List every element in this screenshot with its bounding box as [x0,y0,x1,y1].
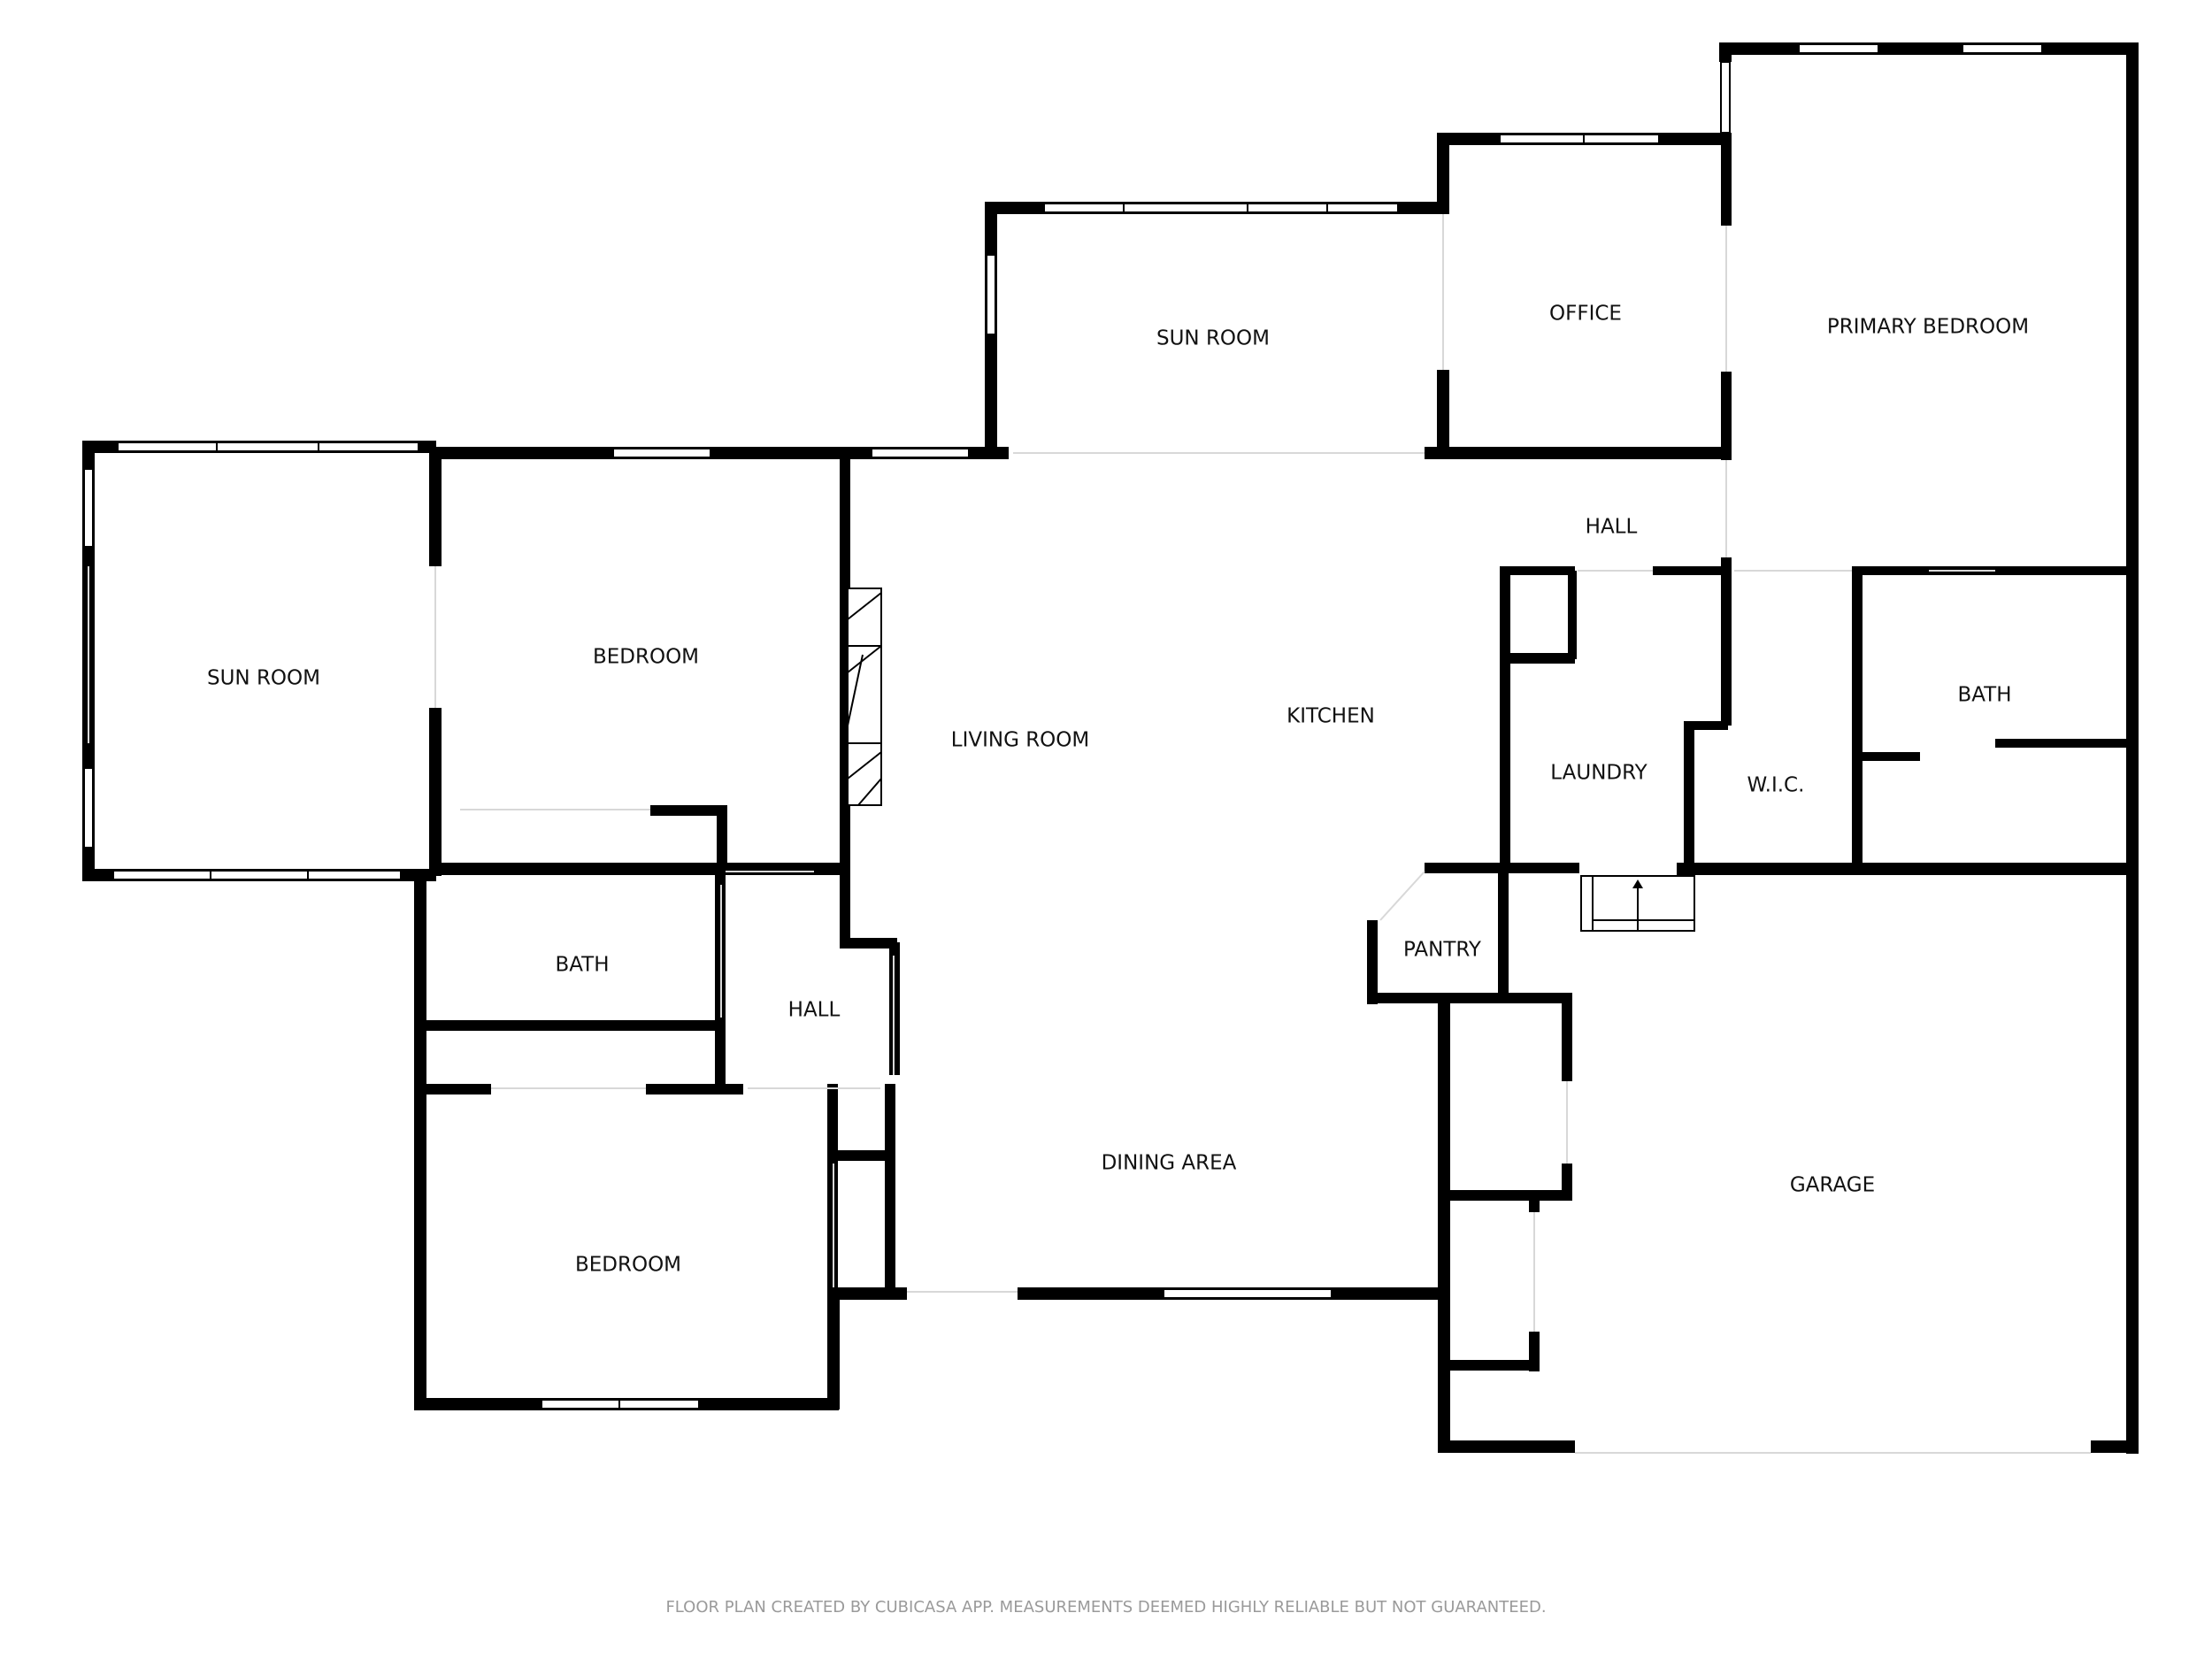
wall [420,1020,721,1031]
window [871,448,970,458]
wall [2091,1440,2139,1453]
room-labels: SUN ROOM BEDROOM SUN ROOM OFFICE PRIMARY… [207,303,2029,1277]
wall [429,708,442,876]
window [986,254,996,335]
wall [414,872,426,1409]
wall [832,1150,894,1161]
window [1043,203,1399,213]
wall [1438,993,1572,1003]
wall [1500,566,1510,872]
wall [1442,1360,1540,1371]
walls [82,42,2139,1454]
wall [840,453,850,949]
room-label-dining-area: DINING AREA [1102,1152,1237,1175]
window [83,767,94,849]
window [1720,61,1731,134]
wall [1653,566,1728,575]
room-label-pantry: PANTRY [1403,939,1482,962]
footer-disclaimer: FLOOR PLAN CREATED BY CUBICASA APP. MEAS… [665,1598,1546,1617]
room-label-bedroom-top: BEDROOM [593,646,699,669]
wall [1442,1190,1572,1201]
room-label-hall-top: HALL [1586,516,1638,539]
room-label-garage: GARAGE [1790,1174,1875,1197]
wall [435,863,842,875]
wall [429,447,1009,459]
room-label-wic: W.I.C. [1747,774,1805,797]
wall [1437,370,1449,458]
wall [991,447,1009,459]
wall [1719,42,1732,62]
wall [1684,721,1728,730]
wall [1852,566,1863,872]
room-label-bath-left: BATH [555,954,609,977]
wall [1684,721,1694,872]
room-label-hall-left: HALL [788,999,841,1022]
wall [1677,863,2137,875]
wall [1562,993,1572,1081]
wall [1367,920,1378,1004]
wall [1529,1194,1540,1212]
wall [1437,133,1449,214]
wall [1721,133,1732,226]
wall [1719,42,2137,55]
wall [650,805,726,816]
room-label-sun-room-top: SUN ROOM [1156,327,1270,350]
room-label-sun-room-left: SUN ROOM [207,667,320,690]
wall [1995,739,2132,748]
wall [827,1287,907,1300]
openings [88,214,2091,1454]
wall [429,447,442,566]
window [1962,43,2043,54]
room-label-bath-right: BATH [1957,684,2011,707]
room-label-primary-bedroom: PRIMARY BEDROOM [1827,316,2029,339]
room-label-office: OFFICE [1549,303,1622,326]
wall [1425,447,1730,459]
window [1798,43,1879,54]
wall [1721,372,1732,460]
window [112,870,402,880]
wall [1438,1440,1575,1453]
wall [1568,571,1577,659]
room-label-living-room: LIVING ROOM [951,729,1090,752]
window [1163,1288,1333,1299]
wall [1504,653,1575,664]
wall [1500,566,1575,575]
wall [717,805,727,867]
wall [1858,752,1920,761]
room-label-kitchen: KITCHEN [1286,705,1375,728]
window [1499,134,1660,144]
wall [1500,863,1579,873]
wall [1498,867,1509,1000]
wall [840,938,897,949]
wall [420,1084,491,1094]
entry-steps [1580,875,1695,932]
room-label-laundry: LAUNDRY [1550,762,1647,785]
wall [2126,42,2139,1454]
window [117,442,419,452]
wall [885,1084,895,1296]
window [83,468,94,548]
windows [83,43,2043,1409]
wall [646,1084,743,1094]
room-label-bedroom-bottom: BEDROOM [575,1254,681,1277]
window [612,448,711,458]
wall [1721,557,1732,726]
wall [1438,993,1450,1453]
fireplace [847,588,882,806]
wall [827,1292,840,1409]
